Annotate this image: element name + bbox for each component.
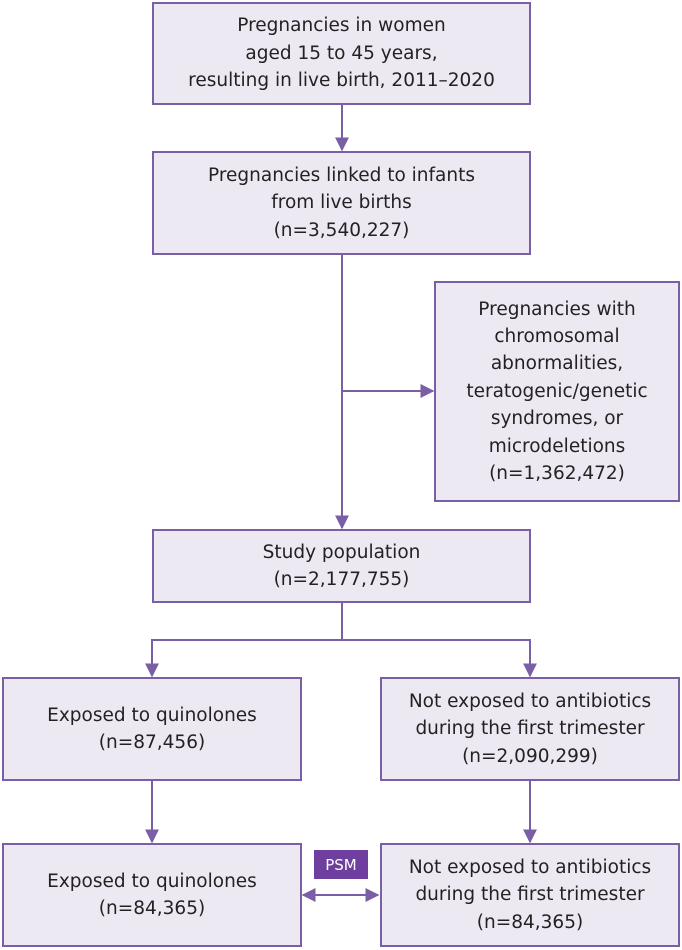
box-line: chromosomal: [494, 326, 620, 348]
box-line: Exposed to quinolones: [47, 870, 257, 892]
box-line: Pregnancies in women: [237, 15, 446, 37]
box-line: microdeletions: [488, 435, 626, 457]
box-line: teratogenic/genetic: [466, 380, 648, 402]
box-unexposed-matched: Not exposed to antibiotics during the fi…: [380, 843, 680, 947]
box-line: (n=3,540,227): [273, 219, 410, 241]
box-line: (n=84,365): [98, 898, 206, 919]
box-line: resulting in live birth, 2011–2020: [188, 70, 495, 92]
box-unexposed: Not exposed to antibiotics during the fi…: [380, 677, 680, 781]
box-line: during the first trimester: [415, 884, 645, 906]
branch-line-right: [342, 639, 537, 678]
box-line: Exposed to quinolones: [47, 704, 257, 726]
box-line: syndromes, or: [490, 408, 624, 430]
box-line: Not exposed to antibiotics: [408, 856, 652, 878]
box-line: (n=2,177,755): [273, 569, 410, 590]
box-line: aged 15 to 45 years,: [245, 42, 438, 64]
box-source-population: Pregnancies in women aged 15 to 45 years…: [152, 2, 531, 105]
branch-line: [145, 603, 343, 678]
box-linked-pregnancies: Pregnancies linked to infants from live …: [152, 151, 531, 255]
box-line: Pregnancies with: [478, 298, 636, 320]
box-exposed-matched: Exposed to quinolones (n=84,365): [2, 843, 302, 947]
box-line: from live births: [271, 192, 412, 214]
box-line: Study population: [262, 541, 421, 563]
box-line: (n=87,456): [98, 732, 206, 753]
box-excluded: Pregnancies with chromosomal abnormaliti…: [434, 281, 680, 502]
box-exposed: Exposed to quinolones (n=87,456): [2, 677, 302, 781]
box-line: Pregnancies linked to infants: [207, 164, 475, 186]
box-line: (n=2,090,299): [462, 745, 598, 767]
box-line: abnormalities,: [490, 353, 624, 375]
box-study-population: Study population (n=2,177,755): [152, 529, 531, 603]
box-line: (n=84,365): [476, 911, 584, 933]
psm-label: PSM: [314, 850, 368, 879]
box-line: (n=1,362,472): [489, 462, 625, 484]
box-line: Not exposed to antibiotics: [408, 690, 652, 712]
box-line: during the first trimester: [415, 718, 645, 740]
